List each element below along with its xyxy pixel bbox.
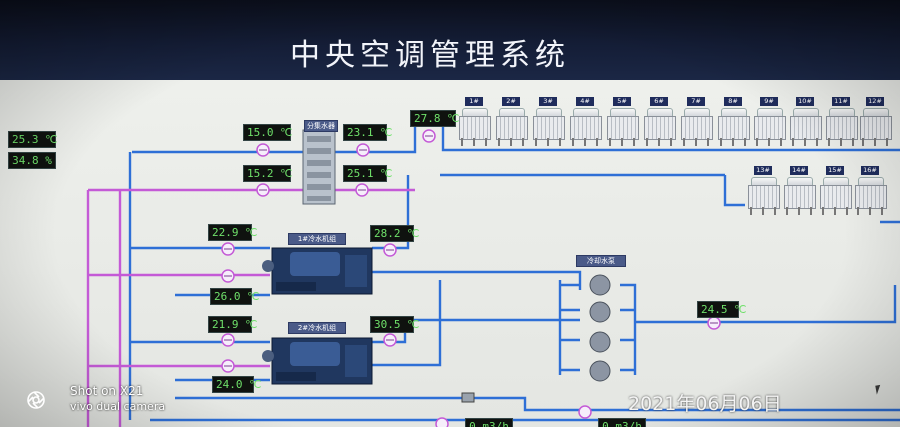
pipe-right-return bbox=[635, 285, 897, 324]
chiller-2-unit bbox=[262, 337, 373, 385]
cooling-tower[interactable] bbox=[790, 108, 822, 146]
tower-label: 3# bbox=[539, 97, 557, 106]
cooling-tower[interactable] bbox=[820, 177, 852, 215]
pump-2 bbox=[589, 301, 611, 323]
supply-left-bottom-display: 15.2 ℃ bbox=[243, 165, 292, 182]
manifold-unit bbox=[302, 129, 336, 205]
page-title: 中央空调管理系统 bbox=[290, 38, 570, 73]
bottom-flow-b-display: 0 m3/h bbox=[598, 418, 646, 427]
pipe-tower-row2-out bbox=[440, 173, 900, 224]
tower-label: 15# bbox=[826, 166, 844, 175]
camera-watermark-line2: vivo dual camera bbox=[70, 400, 166, 413]
pipe-pump-header-right bbox=[620, 283, 637, 375]
outdoor-humidity-display: 34.8 % bbox=[8, 152, 56, 169]
cooling-tower[interactable] bbox=[855, 177, 887, 215]
cooling-tower[interactable] bbox=[533, 108, 565, 146]
valve-bottom bbox=[461, 392, 475, 403]
cooling-tower[interactable] bbox=[754, 108, 786, 146]
sensor-bottom-b bbox=[578, 405, 592, 419]
cooling-tower[interactable] bbox=[496, 108, 528, 146]
cooling-tower[interactable] bbox=[784, 177, 816, 215]
tower-label: 9# bbox=[760, 97, 778, 106]
chiller2-chilled-in-display: 21.9 ℃ bbox=[208, 316, 257, 333]
process-diagram-panel bbox=[0, 80, 900, 427]
pump-4 bbox=[589, 360, 611, 382]
cooling-tower[interactable] bbox=[748, 177, 780, 215]
chiller2-cooling-out-display: 30.5 ℃ bbox=[370, 316, 419, 333]
pipe-pump-header-left bbox=[558, 280, 580, 375]
tower-label: 16# bbox=[861, 166, 879, 175]
cooling-tower[interactable] bbox=[860, 108, 892, 146]
mouse-cursor-icon bbox=[875, 384, 885, 395]
chiller1-chilled-out-display: 26.0 ℃ bbox=[210, 288, 259, 305]
return-right-display: 24.5 ℃ bbox=[697, 301, 746, 318]
pipe-tower-row2-feed bbox=[723, 175, 745, 207]
chiller2-chilled-out-display: 24.0 ℃ bbox=[212, 376, 261, 393]
cooling-tower[interactable] bbox=[570, 108, 602, 146]
cooling-tower[interactable] bbox=[607, 108, 639, 146]
tower-label: 12# bbox=[866, 97, 884, 106]
bottom-flow-a-display: 0 m3/h bbox=[465, 418, 513, 427]
pipe-header-tower-feed bbox=[441, 120, 900, 152]
tower-label: 2# bbox=[502, 97, 520, 106]
chiller-1-label[interactable]: 1#冷水机组 bbox=[288, 233, 346, 245]
sensor-bottom-a bbox=[435, 417, 449, 427]
pipe-bottom-loop bbox=[175, 396, 900, 412]
photo-date-stamp: 2021年06月06日 bbox=[628, 393, 782, 415]
tower-label: 11# bbox=[832, 97, 850, 106]
chiller-1-unit bbox=[262, 247, 373, 295]
cooling-tower[interactable] bbox=[459, 108, 491, 146]
cooling-tower[interactable] bbox=[681, 108, 713, 146]
manifold-label: 分集水器 bbox=[304, 120, 338, 132]
cooling-tower[interactable] bbox=[644, 108, 676, 146]
outdoor-temperature-display: 25.3 ℃ bbox=[8, 131, 57, 148]
supply-right-bottom-display: 25.1 ℃ bbox=[343, 165, 392, 182]
pump-group-label: 冷却水泵 bbox=[576, 255, 626, 267]
chiller-2-label[interactable]: 2#冷水机组 bbox=[288, 322, 346, 334]
tower-label: 7# bbox=[687, 97, 705, 106]
tower-label: 10# bbox=[796, 97, 814, 106]
camera-watermark-line1: Shot on X21 bbox=[70, 384, 144, 398]
pump-3 bbox=[589, 331, 611, 353]
tower-inlet-display: 27.8 ℃ bbox=[410, 110, 459, 127]
tower-label: 6# bbox=[650, 97, 668, 106]
pump-1 bbox=[589, 274, 611, 296]
cooling-tower[interactable] bbox=[718, 108, 750, 146]
tower-label: 8# bbox=[724, 97, 742, 106]
supply-left-top-display: 15.0 ℃ bbox=[243, 124, 292, 141]
tower-label: 14# bbox=[790, 166, 808, 175]
tower-label: 1# bbox=[465, 97, 483, 106]
cooling-tower[interactable] bbox=[826, 108, 858, 146]
tower-label: 5# bbox=[613, 97, 631, 106]
tower-label: 13# bbox=[754, 166, 772, 175]
supply-right-top-display: 23.1 ℃ bbox=[343, 124, 392, 141]
chiller1-cooling-out-display: 28.2 ℃ bbox=[370, 225, 419, 242]
chiller1-chilled-in-display: 22.9 ℃ bbox=[208, 224, 257, 241]
tower-label: 4# bbox=[576, 97, 594, 106]
title-banner: 中央空调管理系统 bbox=[0, 0, 900, 80]
